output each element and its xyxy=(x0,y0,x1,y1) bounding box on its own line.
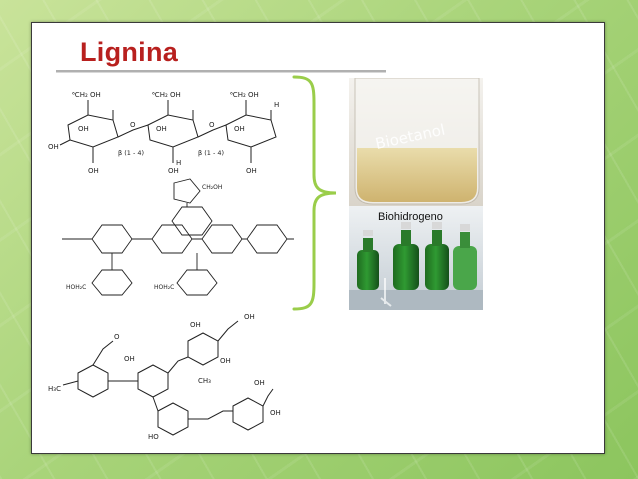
lignin-label: OH xyxy=(124,355,135,363)
cellulose-label: β (1 - 4) xyxy=(198,149,224,157)
cellulose-label: β (1 - 4) xyxy=(118,149,144,157)
title-underline xyxy=(56,70,386,73)
lignin-label: OH xyxy=(220,357,231,365)
cellulose-label: OH xyxy=(78,125,89,133)
slide-canvas: Lignina ⁶CH₂ OH ⁶CH₂ OH ⁶CH₂ OH OH OH OH… xyxy=(31,22,605,454)
cellulose-label: OH xyxy=(88,167,99,175)
lignin-label: OH xyxy=(270,409,281,417)
cellulose-label: O xyxy=(209,121,215,129)
lignin-label: OH xyxy=(190,321,201,329)
lignin-label: HO xyxy=(148,433,159,441)
cellulose-label: ⁶CH₂ OH xyxy=(72,91,101,99)
cellulose-label: ⁶CH₂ OH xyxy=(230,91,259,99)
cellulose-label: OH xyxy=(246,167,257,175)
biofuel-photo: Bioetanol xyxy=(349,78,483,310)
cellulose-structure: ⁶CH₂ OH ⁶CH₂ OH ⁶CH₂ OH OH OH OH OH OH O… xyxy=(48,91,279,175)
hemicellulose-label: HOH₂C xyxy=(66,284,86,291)
cellulose-label: O xyxy=(130,121,136,129)
cellulose-label: OH xyxy=(156,125,167,133)
hemicellulose-structure: CH₂OH HOH₂C HOH₂C xyxy=(62,178,294,296)
lignin-label: OH xyxy=(244,313,255,321)
photo-caption: Biohidrogeno xyxy=(378,211,443,223)
curly-brace xyxy=(292,75,337,311)
biofuel-photo-illustration: Bioetanol xyxy=(349,78,483,310)
hemicellulose-label: CH₂OH xyxy=(202,184,222,191)
lignin-label: O xyxy=(114,333,120,341)
cellulose-label: H xyxy=(274,101,279,109)
lignin-structure: H₃C O HO OH OH OH OH OH OH CH₃ xyxy=(48,313,281,441)
lignin-label: OH xyxy=(254,379,265,387)
lignin-label: H₃C xyxy=(48,385,61,393)
cellulose-label: H xyxy=(176,159,181,167)
slide-title: Lignina xyxy=(80,37,179,67)
hemicellulose-label: HOH₂C xyxy=(154,284,174,291)
lignin-label: CH₃ xyxy=(198,377,211,385)
cellulose-label: OH xyxy=(48,143,59,151)
cellulose-label: ⁶CH₂ OH xyxy=(152,91,181,99)
cellulose-label: OH xyxy=(168,167,179,175)
cellulose-label: OH xyxy=(234,125,245,133)
